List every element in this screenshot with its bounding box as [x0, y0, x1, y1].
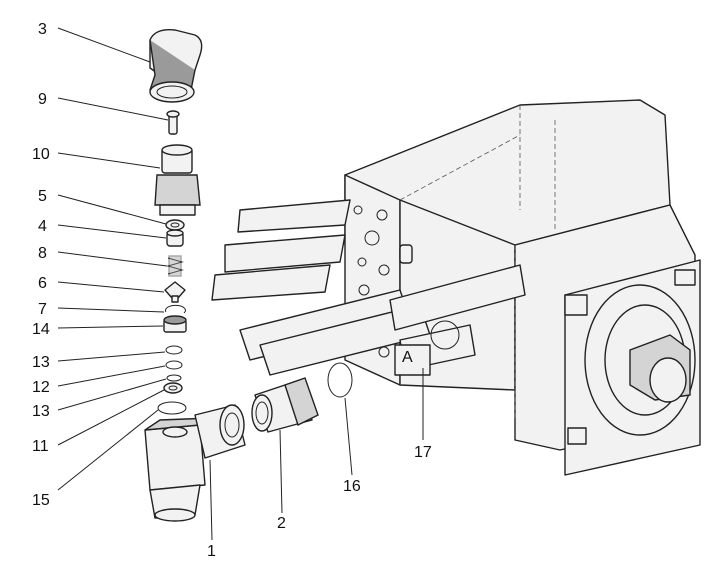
callout-14: 14 — [32, 321, 50, 338]
part-11-washer — [163, 382, 183, 394]
part-7-retaining-ring — [165, 304, 186, 314]
part-15-o-ring — [157, 401, 187, 415]
callout-17: 17 — [414, 444, 432, 461]
part-8-spring — [166, 255, 184, 277]
callout-1: 1 — [207, 543, 216, 560]
callout-6: 6 — [38, 275, 47, 292]
callout-7: 7 — [38, 301, 47, 318]
leader-lines — [57, 27, 424, 541]
part-3-dust-cap — [149, 29, 203, 103]
housing-mark: A — [402, 349, 413, 366]
callout-labels: 3 9 10 5 4 8 6 7 14 13 12 13 11 15 1 2 1… — [32, 21, 432, 560]
part-9-pin — [166, 110, 180, 135]
part-10-coupling-body — [154, 144, 201, 216]
part-14-bushing — [163, 315, 187, 333]
callout-13-upper: 13 — [32, 354, 50, 371]
part-4-valve-seat — [166, 229, 184, 247]
callout-5: 5 — [38, 188, 47, 205]
callout-12: 12 — [32, 379, 50, 396]
part-13-o-ring-lower — [166, 374, 182, 382]
part-13-o-ring-upper — [165, 345, 183, 355]
callout-15: 15 — [32, 492, 50, 509]
callout-16: 16 — [343, 478, 361, 495]
callout-10: 10 — [32, 146, 50, 163]
callout-3: 3 — [38, 21, 47, 38]
part-6-valve — [164, 281, 186, 303]
callout-9: 9 — [38, 91, 47, 108]
part-5-washer — [165, 219, 185, 231]
callout-2: 2 — [277, 515, 286, 532]
part-1-elbow-fitting — [144, 404, 246, 522]
pump-housing: A — [211, 99, 701, 476]
callout-13-lower: 13 — [32, 403, 50, 420]
part-12-o-ring — [165, 360, 183, 370]
callout-8: 8 — [38, 245, 47, 262]
part-16-o-ring — [327, 362, 353, 398]
callout-4: 4 — [38, 218, 47, 235]
part-2-adapter — [251, 377, 319, 433]
callout-11: 11 — [32, 438, 49, 455]
